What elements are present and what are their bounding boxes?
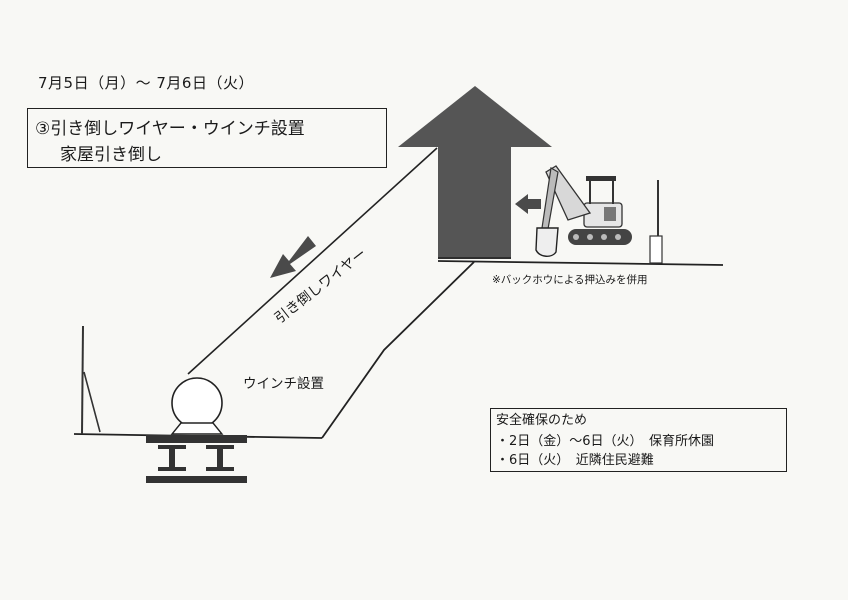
winch-label: ウインチ設置 [243,376,324,392]
winch-base-icon [146,435,247,483]
pulling-wire [187,147,438,375]
left-pole-icon [81,325,101,435]
pull-direction-arrow-icon [270,236,316,278]
title-line-2: 家屋引き倒し [60,145,162,165]
title-box: ③引き倒しワイヤー・ウインチ設置 家屋引き倒し [27,108,387,168]
winch-drum-icon [170,377,224,435]
right-ground-line [437,260,724,266]
excavator-icon [535,165,632,257]
house-arrow-icon [398,86,552,259]
safety-item: ・6日（火） 近隣住民避難 [496,453,654,468]
backhoe-note: ※バックホウによる押込みを併用 [492,274,648,286]
date-range: 7月5日（月）～ 7月6日（火） [38,74,254,92]
safety-box: 安全確保のため ・2日（金）～6日（火） 保育所休園 ・6日（火） 近隣住民避難 [490,408,787,472]
push-arrow-icon [515,194,541,214]
right-post-icon [649,180,663,264]
title-line-1: ③引き倒しワイヤー・ウインチ設置 [35,119,305,139]
safety-item: ・2日（金）～6日（火） 保育所休園 [496,434,715,449]
safety-title: 安全確保のため [496,413,588,428]
slope-line [321,261,475,439]
